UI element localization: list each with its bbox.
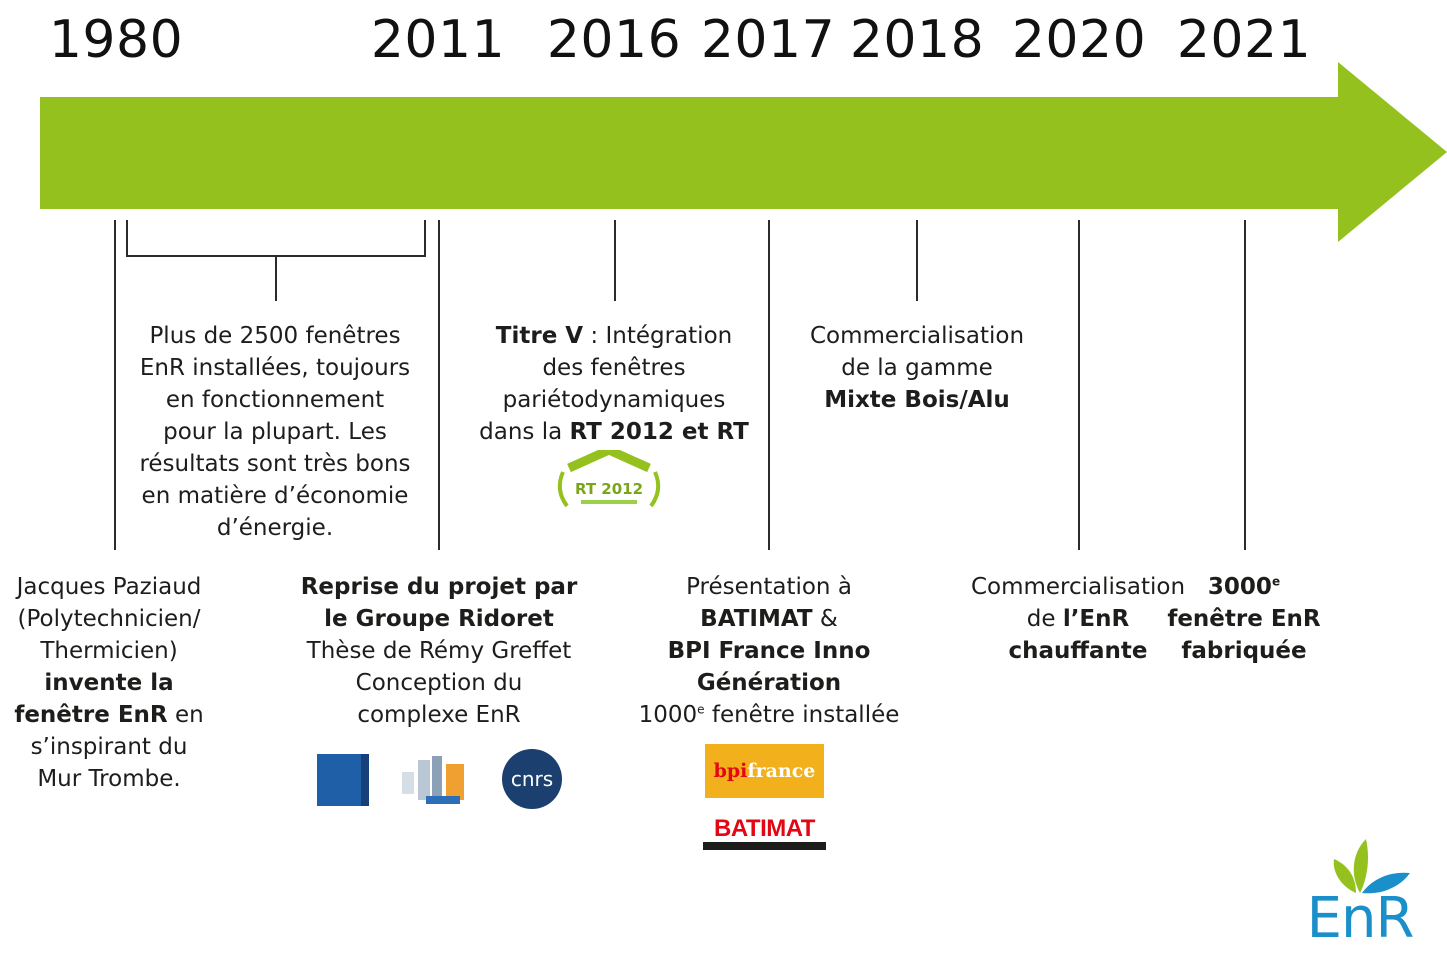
year-2020: 2020 — [1011, 10, 1147, 70]
timeline-arrow — [40, 62, 1447, 242]
year-2016: 2016 — [546, 10, 682, 70]
bracket-right — [424, 220, 426, 257]
entry-2011: Reprise du projet par le Groupe Ridoret … — [300, 574, 578, 728]
year-2021: 2021 — [1176, 10, 1312, 70]
year-2017: 2017 — [700, 10, 836, 70]
entry-2016: Titre V : Intégration des fenêtres parié… — [479, 323, 749, 445]
rt2012-logo: RT 2012 — [541, 450, 677, 512]
connector-1980 — [114, 220, 116, 550]
connector-2011 — [438, 220, 440, 550]
bpifrance-logo: bpifrance — [705, 744, 824, 798]
bpi-logo-text-b: france — [747, 760, 816, 782]
enr-logo-text: EnR — [1306, 886, 1415, 951]
entry-2020: Commercialisation de l’EnR chauffante — [970, 574, 1186, 664]
bracket-stem — [275, 255, 277, 301]
connector-2021 — [1244, 220, 1246, 550]
connector-2017 — [768, 220, 770, 550]
bracket-left — [126, 220, 128, 257]
batimat-logo: BATIMAT — [703, 815, 826, 851]
entry-2017: Présentation à BATIMAT & BPI France Inno… — [638, 574, 900, 728]
entry-2018: Commercialisation de la gamme Mixte Bois… — [809, 323, 1025, 413]
leaf-icon — [1333, 839, 1410, 894]
entry-2021: 3000e fenêtre EnR fabriquée — [1167, 574, 1321, 664]
year-1980: 1980 — [48, 10, 184, 70]
cnrs-logo: cnrs — [502, 749, 562, 809]
connector-2018 — [916, 220, 918, 301]
bracket-description: Plus de 2500 fenêtres EnR installées, to… — [139, 323, 411, 541]
entry-1980: Jacques Paziaud (Polytechnicien/ Thermic… — [14, 574, 204, 792]
year-2018: 2018 — [849, 10, 985, 70]
enr-brand-logo: EnR — [1300, 835, 1420, 960]
university-logo — [317, 754, 369, 806]
year-2011: 2011 — [370, 10, 506, 70]
cnrs-logo-text: cnrs — [510, 767, 554, 791]
connector-2016 — [614, 220, 616, 301]
batimat-logo-text: BATIMAT — [714, 815, 815, 842]
connector-2020 — [1078, 220, 1080, 550]
bpi-logo-text-a: bpi — [713, 760, 748, 782]
lasie-logo — [396, 752, 476, 808]
rt2012-logo-text: RT 2012 — [575, 480, 643, 498]
